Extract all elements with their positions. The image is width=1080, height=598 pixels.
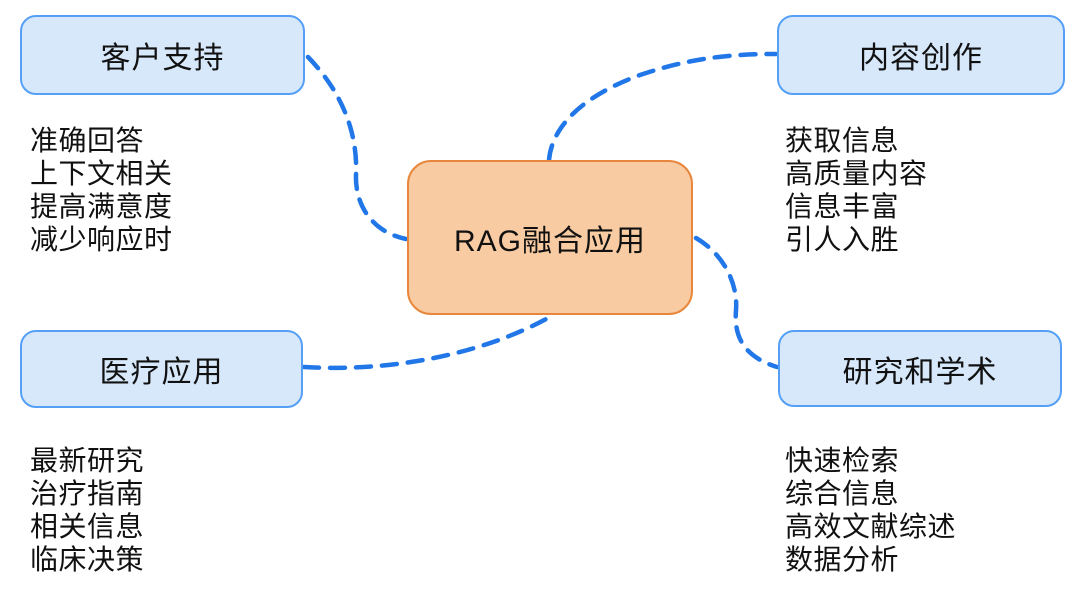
branch-node-customer-support[interactable]: 客户支持 xyxy=(20,15,305,95)
list-item: 高质量内容 xyxy=(785,158,928,189)
center-node-label: RAG融合应用 xyxy=(453,224,646,258)
branch-node-label: 医疗应用 xyxy=(99,356,224,389)
branch-node-label: 客户支持 xyxy=(100,42,225,75)
list-item: 高效文献综述 xyxy=(785,511,957,542)
connector-content-creation xyxy=(546,51,779,163)
list-item: 引人入胜 xyxy=(785,224,900,255)
connector-medical-application xyxy=(301,315,551,371)
list-item: 治疗指南 xyxy=(30,478,145,509)
list-item: 数据分析 xyxy=(785,544,900,575)
branch-items-medical-application: 最新研究 治疗指南 相关信息 临床决策 xyxy=(30,444,144,576)
list-item: 信息丰富 xyxy=(785,191,900,222)
branch-items-content-creation: 获取信息 高质量内容 信息丰富 引人入胜 xyxy=(785,124,928,256)
list-item: 临床决策 xyxy=(30,544,145,575)
connector-research-academia xyxy=(693,235,780,370)
connector-customer-support xyxy=(305,54,409,242)
branch-node-label: 研究和学术 xyxy=(842,355,998,389)
branch-items-research-academia: 快速检索 综合信息 高效文献综述 数据分析 xyxy=(785,444,956,576)
branch-node-label: 内容创作 xyxy=(859,42,983,75)
branch-node-medical-application[interactable]: 医疗应用 xyxy=(20,330,303,408)
branch-node-research-academia[interactable]: 研究和学术 xyxy=(778,330,1062,407)
list-item: 准确回答 xyxy=(30,125,145,156)
list-item: 获取信息 xyxy=(785,125,900,156)
branch-node-content-creation[interactable]: 内容创作 xyxy=(777,15,1065,95)
list-item: 最新研究 xyxy=(30,445,145,476)
center-node-rag[interactable]: RAG融合应用 xyxy=(407,160,693,315)
list-item: 提高满意度 xyxy=(30,191,173,222)
list-item: 相关信息 xyxy=(30,511,145,542)
list-item: 综合信息 xyxy=(785,478,900,509)
list-item: 快速检索 xyxy=(785,445,900,476)
list-item: 减少响应时 xyxy=(30,224,173,255)
branch-items-customer-support: 准确回答 上下文相关 提高满意度 减少响应时 xyxy=(30,124,173,256)
list-item: 上下文相关 xyxy=(30,158,173,189)
